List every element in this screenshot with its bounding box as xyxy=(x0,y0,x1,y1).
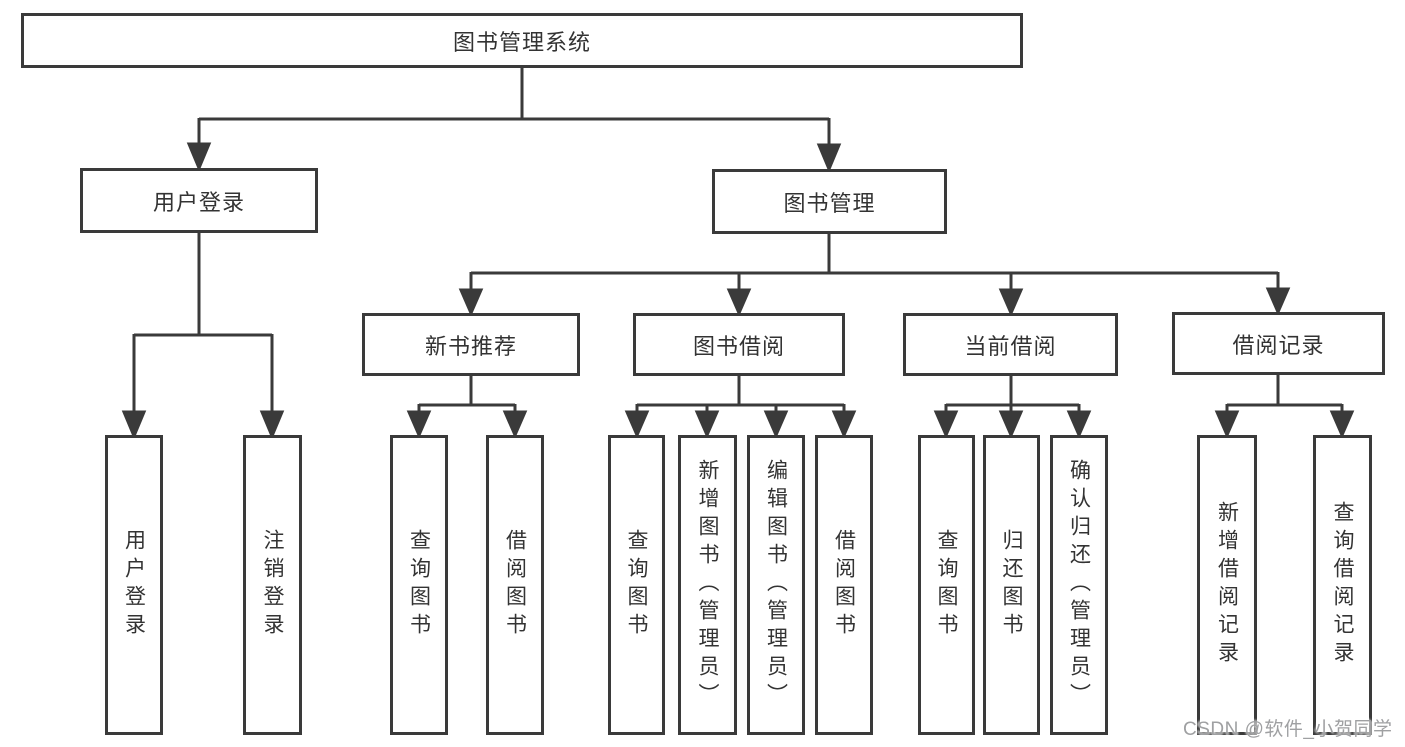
leaf-query-books-current-label: 查询图书 xyxy=(935,529,959,641)
leaf-borrow-books-borrowing-label: 借阅图书 xyxy=(832,529,856,641)
node-current-borrowing: 当前借阅 xyxy=(903,313,1118,376)
leaf-borrow-books-borrowing: 借阅图书 xyxy=(815,435,873,735)
leaf-confirm-return-admin-label: 确认归还（管理员） xyxy=(1067,459,1091,711)
node-borrowing-records: 借阅记录 xyxy=(1172,312,1385,375)
node-book-management: 图书管理 xyxy=(712,169,947,234)
leaf-query-books-borrowing-label: 查询图书 xyxy=(625,529,649,641)
leaf-query-books-borrowing: 查询图书 xyxy=(608,435,665,735)
node-user-login: 用户登录 xyxy=(80,168,318,233)
node-user-login-label: 用户登录 xyxy=(152,189,245,215)
node-book-management-label: 图书管理 xyxy=(783,190,876,216)
node-book-management-system: 图书管理系统 xyxy=(21,13,1023,68)
leaf-user-login-label: 用户登录 xyxy=(122,529,146,641)
node-current-borrowing-label: 当前借阅 xyxy=(964,333,1057,359)
leaf-borrow-books-recommendation-label: 借阅图书 xyxy=(503,529,527,641)
leaf-return-books: 归还图书 xyxy=(983,435,1040,735)
node-new-book-recommendation-label: 新书推荐 xyxy=(424,333,517,359)
leaf-query-books-recommendation: 查询图书 xyxy=(390,435,448,735)
leaf-return-books-label: 归还图书 xyxy=(1000,529,1024,641)
connector-group xyxy=(121,68,1355,440)
leaf-logout: 注销登录 xyxy=(243,435,302,735)
node-new-book-recommendation: 新书推荐 xyxy=(362,313,580,376)
node-borrowing-records-label: 借阅记录 xyxy=(1232,332,1325,358)
csdn-watermark: CSDN @软件_小贺同学 xyxy=(1183,719,1393,740)
leaf-confirm-return-admin: 确认归还（管理员） xyxy=(1050,435,1108,735)
node-book-borrowing-label: 图书借阅 xyxy=(692,333,785,359)
leaf-logout-label: 注销登录 xyxy=(261,529,285,641)
leaf-edit-books-admin-label: 编辑图书（管理员） xyxy=(764,459,788,711)
node-book-borrowing: 图书借阅 xyxy=(633,313,845,376)
leaf-query-borrow-record: 查询借阅记录 xyxy=(1313,435,1372,735)
leaf-add-books-admin-label: 新增图书（管理员） xyxy=(696,459,720,711)
node-book-management-system-label: 图书管理系统 xyxy=(452,29,591,55)
leaf-add-books-admin: 新增图书（管理员） xyxy=(678,435,737,735)
leaf-query-books-recommendation-label: 查询图书 xyxy=(407,529,431,641)
leaf-borrow-books-recommendation: 借阅图书 xyxy=(486,435,544,735)
leaf-edit-books-admin: 编辑图书（管理员） xyxy=(747,435,805,735)
leaf-query-borrow-record-label: 查询借阅记录 xyxy=(1331,501,1355,669)
leaf-add-borrow-record: 新增借阅记录 xyxy=(1197,435,1257,735)
leaf-add-borrow-record-label: 新增借阅记录 xyxy=(1215,501,1239,669)
leaf-query-books-current: 查询图书 xyxy=(918,435,975,735)
leaf-user-login: 用户登录 xyxy=(105,435,163,735)
